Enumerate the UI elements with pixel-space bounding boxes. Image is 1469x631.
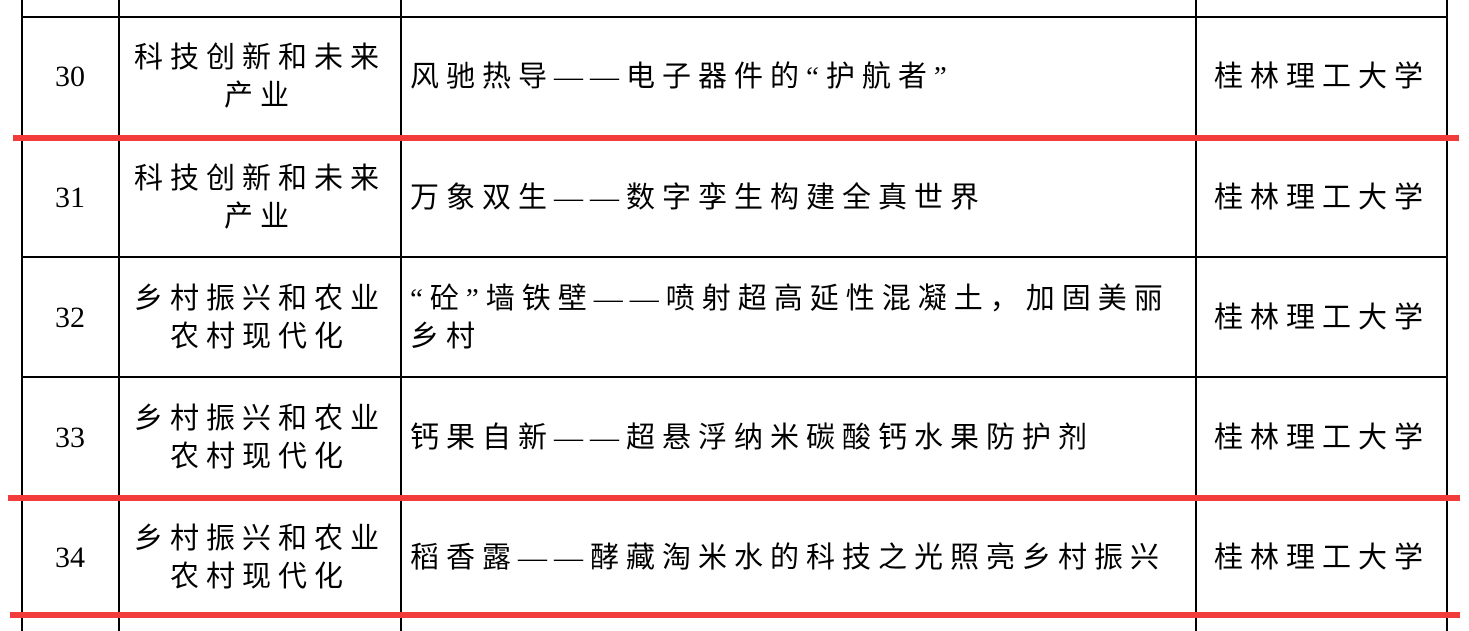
row-number: 33 [55, 421, 85, 454]
row-category: 乡村振兴和农业农村现代化 [133, 403, 386, 473]
row-category: 乡村振兴和农业农村现代化 [133, 283, 386, 353]
highlight-line [13, 135, 1459, 141]
row-category: 科技创新和未来产业 [133, 163, 386, 233]
row-category: 科技创新和未来产业 [133, 42, 386, 112]
table-row: 32 乡村振兴和农业农村现代化 “砼”墙铁壁——喷射超高延性混凝土，加固美丽乡村… [22, 258, 1448, 378]
highlight-line [8, 495, 1460, 501]
row-number: 32 [55, 301, 85, 334]
row-university: 桂林理工大学 [1213, 302, 1430, 334]
row-title: 万象双生——数字孪生构建全真世界 [410, 182, 987, 214]
column-divider [400, 0, 402, 631]
table-row: 34 乡村振兴和农业农村现代化 稻香露——酵藏淘米水的科技之光照亮乡村振兴 桂林… [22, 498, 1448, 618]
row-university: 桂林理工大学 [1213, 422, 1430, 454]
highlight-line [10, 612, 1460, 618]
row-category: 乡村振兴和农业农村现代化 [133, 523, 386, 593]
row-title: “砼”墙铁壁——喷射超高延性混凝土，加固美丽乡村 [410, 283, 1170, 353]
row-divider [22, 16, 1448, 18]
table-row: 30 科技创新和未来产业 风驰热导——电子器件的“护航者” 桂林理工大学 [22, 17, 1448, 137]
row-number: 31 [55, 181, 85, 214]
table-row: 33 乡村振兴和农业农村现代化 钙果自新——超悬浮纳米碳酸钙水果防护剂 桂林理工… [22, 378, 1448, 498]
table-border [1446, 0, 1448, 631]
table-row: 31 科技创新和未来产业 万象双生——数字孪生构建全真世界 桂林理工大学 [22, 138, 1448, 258]
row-divider [22, 376, 1448, 378]
row-number: 34 [55, 541, 85, 574]
row-number: 30 [55, 60, 85, 93]
column-divider [118, 0, 120, 631]
row-divider [22, 256, 1448, 258]
row-title: 稻香露——酵藏淘米水的科技之光照亮乡村振兴 [410, 542, 1167, 574]
column-divider [1195, 0, 1197, 631]
table-border [21, 0, 23, 631]
row-university: 桂林理工大学 [1213, 542, 1430, 574]
row-university: 桂林理工大学 [1213, 182, 1430, 214]
row-title: 风驰热导——电子器件的“护航者” [410, 61, 954, 93]
row-title: 钙果自新——超悬浮纳米碳酸钙水果防护剂 [410, 422, 1095, 454]
row-university: 桂林理工大学 [1213, 61, 1430, 93]
